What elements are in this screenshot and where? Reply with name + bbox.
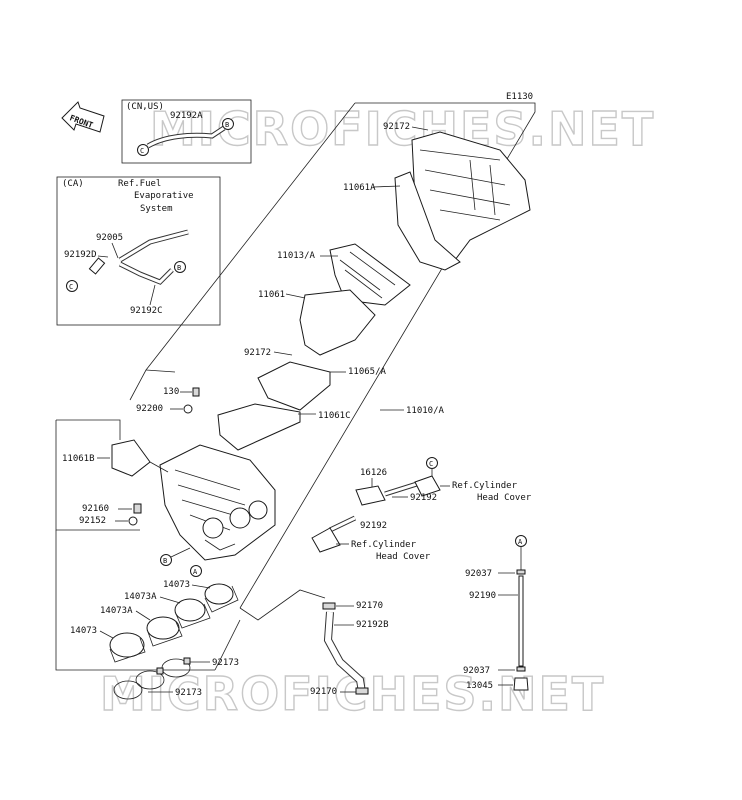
svg-text:C: C bbox=[429, 460, 433, 468]
label-92172-top: 92172 bbox=[383, 122, 410, 132]
label-92160: 92160 bbox=[82, 504, 109, 514]
label-92192-b: 92192 bbox=[360, 521, 387, 531]
ref-cylinder-1-line2: Head Cover bbox=[477, 493, 532, 503]
label-11061B: 11061B bbox=[62, 454, 95, 464]
label-92172-mid: 92172 bbox=[244, 348, 271, 358]
label-92192D: 92192D bbox=[64, 250, 97, 260]
air-box-case bbox=[159, 444, 276, 561]
air-cleaner-cover bbox=[394, 131, 531, 271]
connector-b-icon bbox=[222, 118, 234, 130]
cn-us-title: (CN,US) bbox=[126, 102, 164, 112]
drain-tube-assembly: A bbox=[513, 535, 529, 691]
label-14073A-1: 14073A bbox=[124, 592, 157, 602]
gasket-11061 bbox=[299, 289, 376, 356]
svg-text:A: A bbox=[518, 538, 523, 546]
label-92173-b: 92173 bbox=[175, 688, 202, 698]
clamps-92173 bbox=[113, 657, 191, 700]
case-connector-b-icon bbox=[160, 554, 172, 566]
label-92200: 92200 bbox=[136, 404, 163, 414]
ca-connector-b-icon bbox=[174, 261, 186, 273]
plate-11065A bbox=[257, 361, 331, 411]
label-92192B: 92192B bbox=[356, 620, 389, 630]
label-92173-a: 92173 bbox=[212, 658, 239, 668]
cn-us-box: (CN,US) 92192A B C bbox=[121, 99, 252, 164]
label-92190: 92190 bbox=[469, 591, 496, 601]
case-connector-a-icon bbox=[190, 565, 202, 577]
label-92170-b: 92170 bbox=[310, 687, 337, 697]
label-130: 130 bbox=[163, 387, 179, 397]
label-92005: 92005 bbox=[96, 233, 123, 243]
ca-connector-c-icon bbox=[66, 280, 78, 292]
svg-text:C: C bbox=[140, 147, 144, 155]
svg-text:B: B bbox=[225, 121, 229, 129]
ca-title: (CA) bbox=[62, 179, 84, 189]
label-11013A: 11013/A bbox=[277, 251, 316, 261]
label-14073-2: 14073 bbox=[70, 626, 97, 636]
label-11061C: 11061C bbox=[318, 411, 351, 421]
ref-cylinder-1-line1: Ref.Cylinder bbox=[452, 481, 518, 491]
label-14073-1: 14073 bbox=[163, 580, 190, 590]
label-11010A: 11010/A bbox=[406, 406, 445, 416]
label-92037-b: 92037 bbox=[463, 666, 490, 676]
label-92170-a: 92170 bbox=[356, 601, 383, 611]
svg-text:B: B bbox=[163, 557, 167, 565]
label-13045: 13045 bbox=[466, 681, 493, 691]
ref-cylinder-2-line1: Ref.Cylinder bbox=[351, 540, 417, 550]
drain-connector-a-icon bbox=[515, 535, 527, 547]
breather-16126 bbox=[355, 485, 386, 506]
label-11061A: 11061A bbox=[343, 183, 376, 193]
assembly-frame bbox=[55, 102, 536, 671]
svg-text:A: A bbox=[193, 568, 198, 576]
label-92037-a: 92037 bbox=[465, 569, 492, 579]
label-16126: 16126 bbox=[360, 468, 387, 478]
label-92192A: 92192A bbox=[170, 111, 203, 121]
label-11065A: 11065/A bbox=[348, 367, 387, 377]
label-11061: 11061 bbox=[258, 290, 285, 300]
connector-c-icon bbox=[137, 144, 149, 156]
intake-ducts bbox=[109, 583, 239, 663]
label-92192C: 92192C bbox=[130, 306, 163, 316]
ca-ref-line3: System bbox=[140, 204, 173, 214]
watermark-top: MICROFICHES.NET bbox=[150, 102, 655, 156]
label-92192-a: 92192 bbox=[410, 493, 437, 503]
svg-text:C: C bbox=[69, 283, 73, 291]
front-arrow-icon: FRONT bbox=[61, 101, 105, 133]
label-14073A-2: 14073A bbox=[100, 606, 133, 616]
ca-box: (CA) Ref.Fuel Evaporative System 92005 9… bbox=[56, 176, 221, 326]
gasket-11061C bbox=[217, 403, 301, 451]
label-92152: 92152 bbox=[79, 516, 106, 526]
svg-text:B: B bbox=[177, 264, 181, 272]
ca-ref-line1: Ref.Fuel bbox=[118, 179, 161, 189]
ref-cylinder-2-line2: Head Cover bbox=[376, 552, 431, 562]
ca-ref-line2: Evaporative bbox=[134, 191, 194, 201]
hose-connector-c-icon bbox=[426, 457, 438, 469]
seal-11061B bbox=[111, 439, 151, 477]
diagram-code: E1130 bbox=[506, 92, 533, 102]
